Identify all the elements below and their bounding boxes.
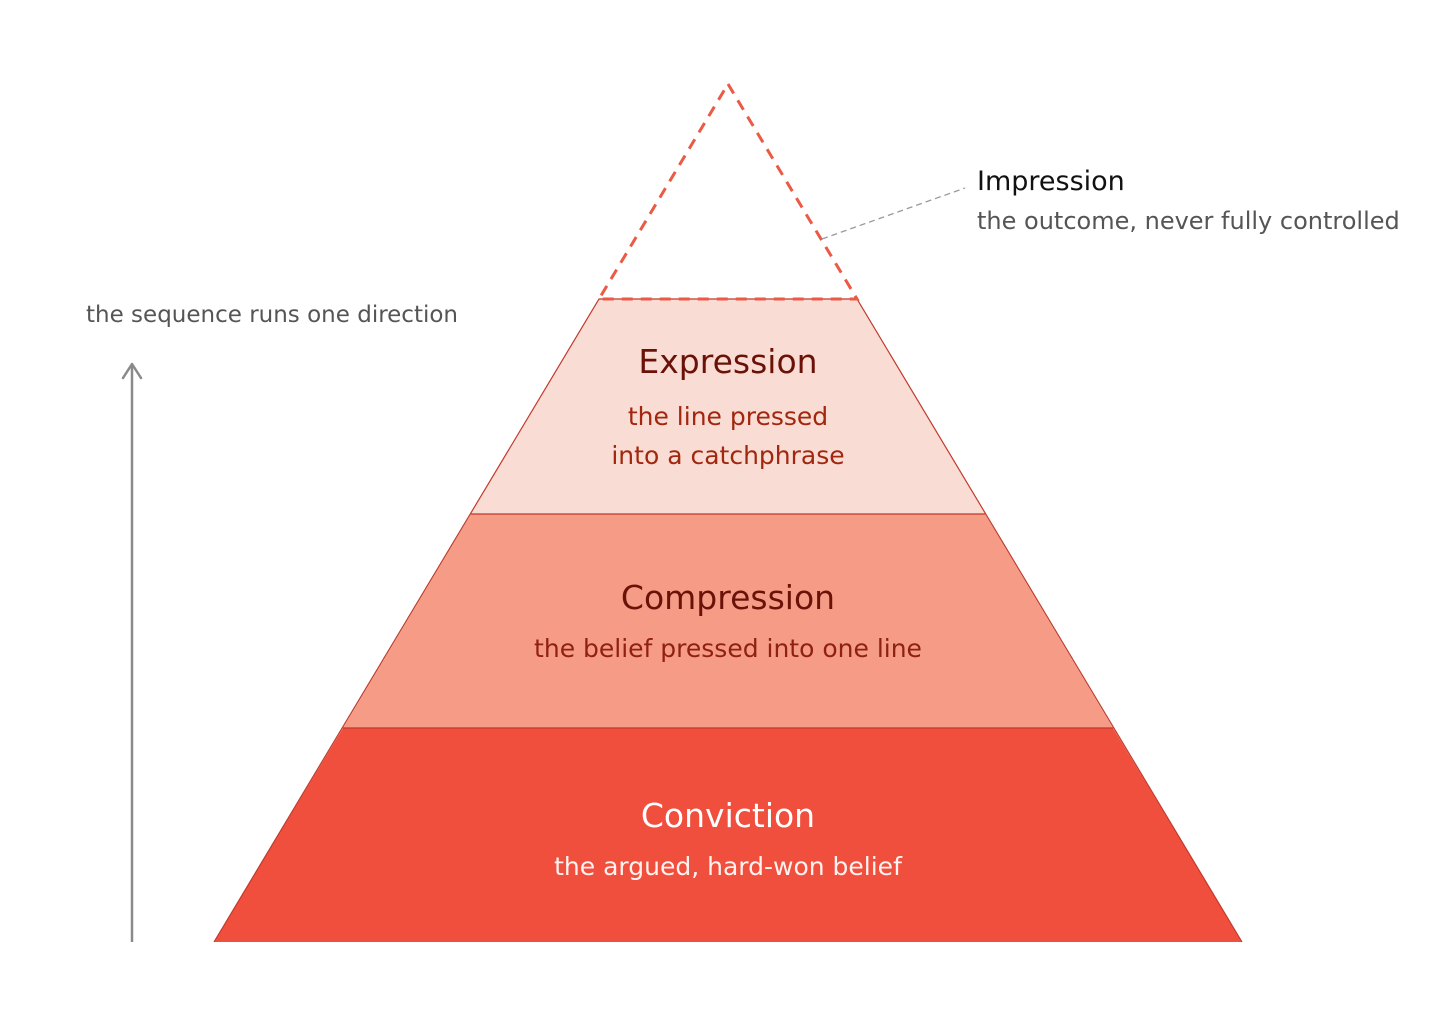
tier-expression-shape [471,299,985,514]
tier-compression-shape [343,514,1113,728]
direction-note: the sequence runs one direction [86,302,458,328]
tier-expression-title: Expression [638,342,817,381]
tier-conviction-subtitle-line-1: the argued, hard-won belief [554,852,903,881]
impression-subtitle: the outcome, never fully controlled [977,207,1400,235]
impression-title: Impression [977,166,1125,197]
direction-arrow-head-icon [121,362,143,380]
tier-expression-subtitle-line-2: into a catchphrase [611,441,844,470]
impression-leader-line [821,187,966,240]
pyramid-outline [213,298,1243,943]
tier-expression-subtitle-line-1: the line pressed [628,402,828,431]
tier-compression-title: Compression [621,578,835,617]
apex-impression-outline [596,81,860,301]
tier-conviction-title: Conviction [641,796,815,835]
tier-compression-subtitle-line-1: the belief pressed into one line [534,634,922,663]
tier-conviction-shape [214,728,1242,942]
